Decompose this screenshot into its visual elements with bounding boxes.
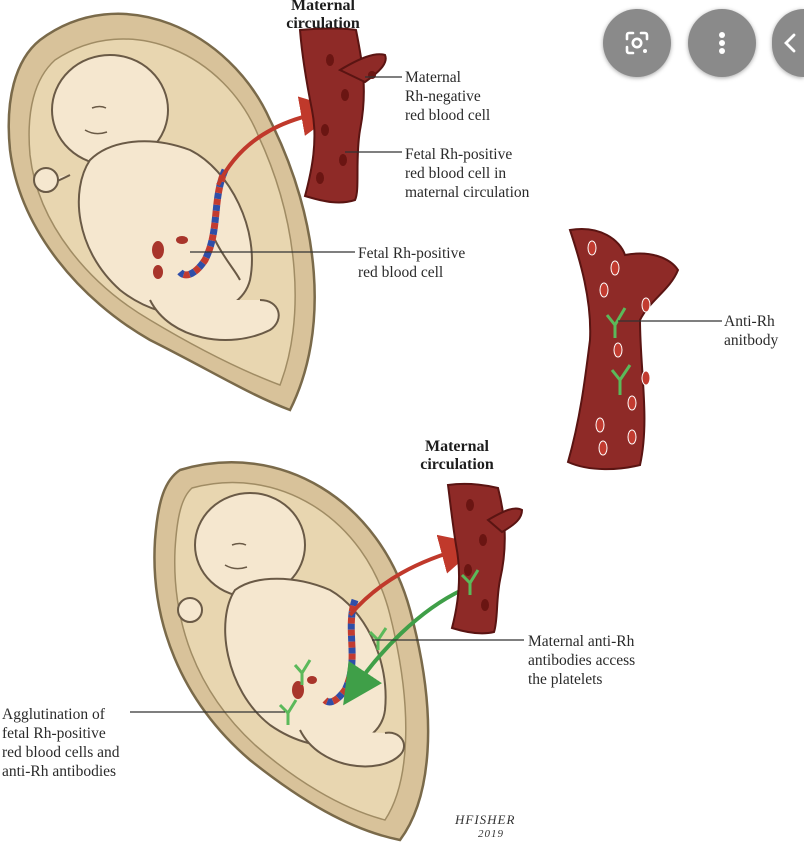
title-maternal-circulation-top: Maternal circulation (278, 0, 368, 33)
top-vessel (300, 29, 386, 203)
title-maternal-circulation-bottom: Maternal circulation (412, 438, 502, 474)
more-options-icon (707, 28, 737, 58)
label-maternal-rh-negative: Maternal Rh-negative red blood cell (405, 68, 490, 125)
bottom-vessel (448, 484, 522, 633)
label-agglutination: Agglutination of fetal Rh-positive red b… (2, 705, 120, 781)
signature-name: HFISHER (455, 812, 515, 827)
label-fetal-rh-positive-in-maternal: Fetal Rh-positive red blood cell in mate… (405, 145, 529, 202)
artist-signature: HFISHER (455, 812, 515, 828)
label-maternal-anti-rh-access: Maternal anti-Rh antibodies access the p… (528, 632, 635, 689)
chevron-left-icon (782, 31, 798, 55)
label-fetal-rh-positive: Fetal Rh-positive red blood cell (358, 244, 465, 282)
lens-search-button[interactable] (603, 9, 671, 77)
signature-year: 2019 (478, 828, 504, 840)
lens-search-icon (622, 28, 652, 58)
anti-rh-vessel (568, 229, 678, 469)
label-anti-rh-antibody: Anti-Rh anitbody (724, 312, 802, 350)
more-options-button[interactable] (688, 9, 756, 77)
